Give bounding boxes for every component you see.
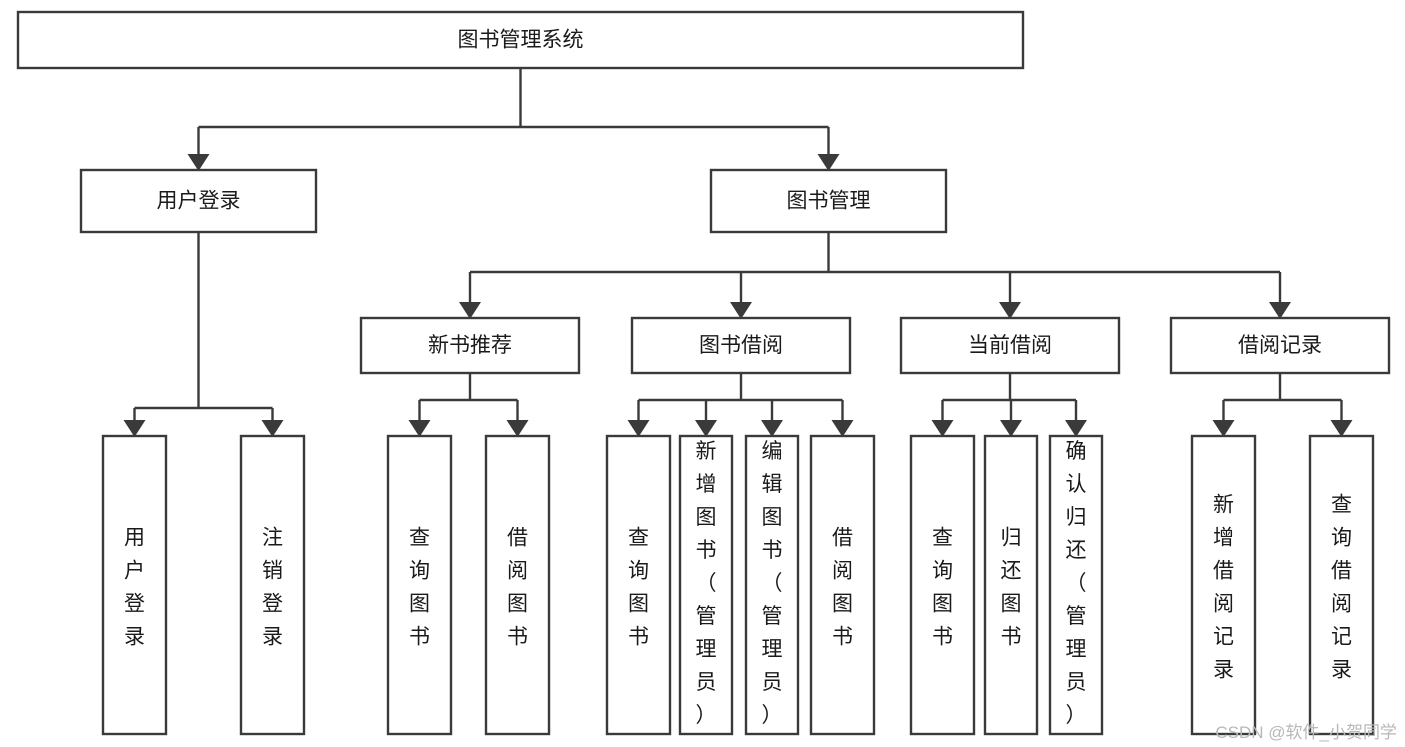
arrow-head-icon <box>817 154 840 171</box>
arrow-head-icon <box>1212 420 1235 437</box>
arrow-head-icon <box>459 302 481 319</box>
arrow-head-icon <box>931 420 954 437</box>
node-leaf-borrow-edit[interactable]: 编辑图书（管理员） <box>744 434 800 736</box>
node-record[interactable]: 借阅记录 <box>1169 316 1391 375</box>
connectors-layer <box>123 68 1353 437</box>
node-leaf-borrow-add[interactable]: 新增图书（管理员） <box>678 434 734 736</box>
arrow-head-icon <box>1000 420 1022 437</box>
node-label-leaf-record-add: 新增借阅记录 <box>1213 494 1234 682</box>
node-leaf-record-add[interactable]: 新增借阅记录 <box>1190 434 1257 736</box>
node-leaf-current-confirm[interactable]: 确认归还（管理员） <box>1048 434 1104 736</box>
node-box-leaf-borrow-do <box>809 434 876 736</box>
arrow-head-icon <box>506 420 529 437</box>
node-label-leaf-borrow-edit: 编辑图书（管理员） <box>762 440 783 727</box>
arrow-head-icon <box>123 420 146 437</box>
node-box-leaf-current-return <box>983 434 1039 736</box>
node-box-record <box>1169 316 1391 375</box>
arrow-head-icon <box>695 420 717 437</box>
node-box-newbook <box>359 316 581 375</box>
node-box-leaf-new-borrow <box>484 434 551 736</box>
watermark-text: CSDN @软件_小贺同学 <box>1215 723 1397 742</box>
node-borrow[interactable]: 图书借阅 <box>630 316 852 375</box>
node-label-leaf-new-query: 查询图书 <box>409 527 430 649</box>
node-box-leaf-user-logout <box>239 434 306 736</box>
node-label-leaf-current-return: 归还图书 <box>1001 527 1022 649</box>
node-label-leaf-new-borrow: 借阅图书 <box>507 527 528 649</box>
node-label-leaf-borrow-add: 新增图书（管理员） <box>696 440 717 727</box>
node-box-borrow <box>630 316 852 375</box>
node-leaf-user-login[interactable]: 用户登录 <box>101 434 168 736</box>
arrow-head-icon <box>999 302 1021 319</box>
arrow-head-icon <box>730 302 752 319</box>
node-box-leaf-current-query <box>909 434 976 736</box>
node-leaf-user-logout[interactable]: 注销登录 <box>239 434 306 736</box>
arrow-head-icon <box>1269 302 1291 319</box>
arrow-head-icon <box>261 420 284 437</box>
node-label-leaf-user-login: 用户登录 <box>124 527 145 649</box>
node-root[interactable]: 图书管理系统 <box>16 10 1025 70</box>
node-leaf-record-query[interactable]: 查询借阅记录 <box>1308 434 1375 736</box>
arrow-head-icon <box>1330 420 1353 437</box>
node-label-borrow: 图书借阅 <box>699 334 783 357</box>
node-label-leaf-borrow-query: 查询图书 <box>628 527 649 649</box>
node-label-leaf-record-query: 查询借阅记录 <box>1331 494 1352 682</box>
node-leaf-borrow-query[interactable]: 查询图书 <box>605 434 672 736</box>
arrow-head-icon <box>831 420 854 437</box>
node-label-leaf-current-query: 查询图书 <box>932 527 953 649</box>
node-box-current <box>899 316 1121 375</box>
arrow-head-icon <box>1065 420 1087 437</box>
node-label-leaf-current-confirm: 确认归还（管理员） <box>1066 440 1087 727</box>
node-leaf-new-borrow[interactable]: 借阅图书 <box>484 434 551 736</box>
node-box-leaf-record-query <box>1308 434 1375 736</box>
arrow-head-icon <box>408 420 431 437</box>
node-label-root: 图书管理系统 <box>458 29 584 52</box>
node-box-leaf-user-login <box>101 434 168 736</box>
node-label-current: 当前借阅 <box>968 334 1052 357</box>
node-label-leaf-user-logout: 注销登录 <box>262 527 283 649</box>
arrow-head-icon <box>187 154 210 171</box>
node-leaf-borrow-do[interactable]: 借阅图书 <box>809 434 876 736</box>
node-box-leaf-new-query <box>386 434 453 736</box>
node-box-root <box>16 10 1025 70</box>
node-box-leaf-borrow-query <box>605 434 672 736</box>
node-label-login: 用户登录 <box>157 190 241 213</box>
node-newbook[interactable]: 新书推荐 <box>359 316 581 375</box>
node-label-leaf-borrow-do: 借阅图书 <box>832 527 853 649</box>
node-label-record: 借阅记录 <box>1238 334 1322 357</box>
arrow-head-icon <box>627 420 650 437</box>
node-box-leaf-borrow-edit <box>744 434 800 736</box>
node-leaf-current-query[interactable]: 查询图书 <box>909 434 976 736</box>
node-box-leaf-record-add <box>1190 434 1257 736</box>
node-leaf-current-return[interactable]: 归还图书 <box>983 434 1039 736</box>
node-bookmgmt[interactable]: 图书管理 <box>709 168 948 234</box>
node-leaf-new-query[interactable]: 查询图书 <box>386 434 453 736</box>
node-box-leaf-current-confirm <box>1048 434 1104 736</box>
node-login[interactable]: 用户登录 <box>79 168 318 234</box>
node-current[interactable]: 当前借阅 <box>899 316 1121 375</box>
node-box-bookmgmt <box>709 168 948 234</box>
node-box-leaf-borrow-add <box>678 434 734 736</box>
arrow-head-icon <box>761 420 783 437</box>
nodes-layer: 图书管理系统用户登录图书管理新书推荐图书借阅当前借阅借阅记录用户登录注销登录查询… <box>16 10 1391 736</box>
node-label-bookmgmt: 图书管理 <box>787 190 871 213</box>
node-box-login <box>79 168 318 234</box>
node-label-newbook: 新书推荐 <box>428 334 512 357</box>
